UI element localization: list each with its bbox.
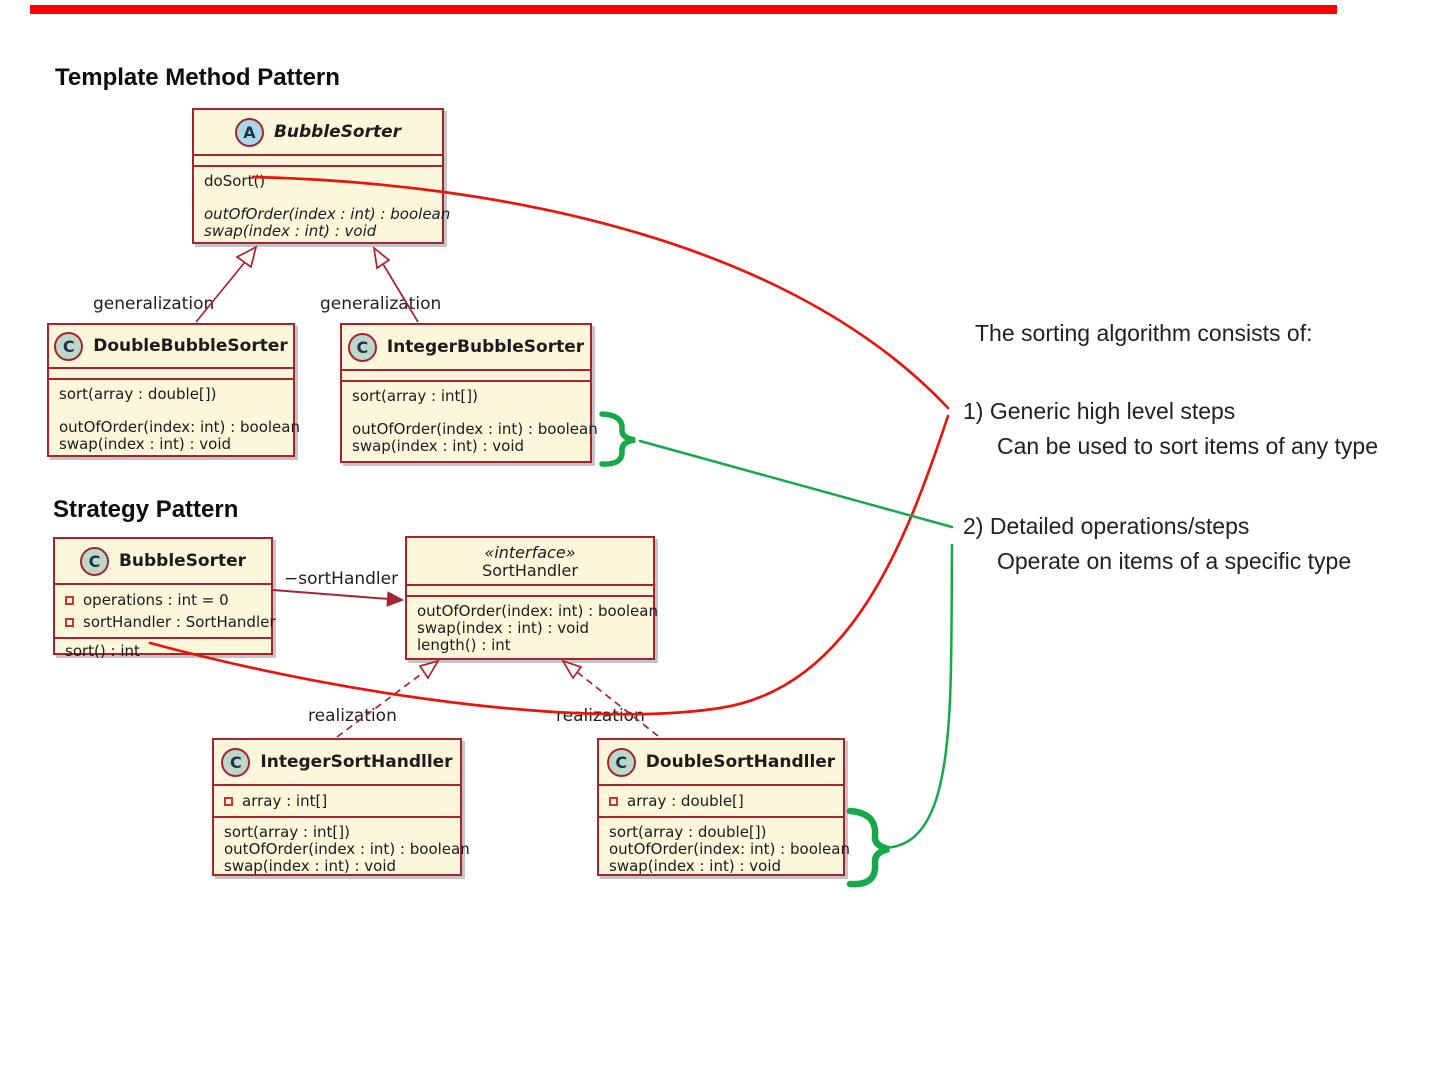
methods-section: doSort() outOfOrder(index : int) : boole… <box>194 167 451 246</box>
method: sort(array : double[]) <box>609 823 767 841</box>
attributes-section: array : double[] <box>599 786 843 818</box>
attribute-text: array : double[] <box>627 792 744 810</box>
sorthandler-association-arrowhead <box>386 591 405 607</box>
realization-label-left: realization <box>308 706 397 726</box>
generalization-label-right: generalization <box>320 294 442 314</box>
annotation-point1-detail: Can be used to sort items of any type <box>997 433 1378 459</box>
realization-line-right <box>576 671 659 737</box>
annotation-point2-detail: Operate on items of a specific type <box>997 548 1352 574</box>
field-icon <box>65 617 74 627</box>
stereotype-label: «interface» <box>484 542 576 562</box>
class-box-integersorthandller: C IntegerSortHandller array : int[] sort… <box>212 738 470 876</box>
method: outOfOrder(index: int) : boolean <box>417 602 658 620</box>
method: swap(index : int) : void <box>59 435 232 453</box>
class-header: C IntegerSortHandller <box>214 740 460 786</box>
method: sort() : int <box>65 642 140 660</box>
realization-arrowhead-left <box>418 659 440 680</box>
class-icon: C <box>54 331 84 361</box>
methods-section: sort() : int <box>55 639 271 664</box>
attributes-section: array : int[] <box>214 786 460 818</box>
method: swap(index : int) : void <box>609 857 782 875</box>
class-header: A BubbleSorter <box>194 110 442 156</box>
class-header: C IntegerBubbleSorter <box>342 325 590 371</box>
realization-label-right: realization <box>556 706 645 726</box>
class-header: «interface» SortHandler <box>407 538 653 586</box>
class-icon: C <box>79 546 109 576</box>
realization-line-left <box>336 671 425 738</box>
top-red-bar <box>30 5 1337 14</box>
attributes-empty <box>342 371 590 382</box>
attribute: array : double[] <box>599 790 843 812</box>
methods-section: outOfOrder(index: int) : boolean swap(in… <box>407 597 658 660</box>
method: swap(index : int) : void <box>204 222 377 240</box>
class-icon: C <box>347 332 377 362</box>
attributes-empty <box>194 156 442 167</box>
method: sort(array : int[]) <box>224 823 350 841</box>
class-icon: C <box>221 747 251 777</box>
method: sort(array : double[]) <box>59 385 217 403</box>
methods-section: sort(array : int[]) outOfOrder(index : i… <box>342 382 598 461</box>
annotation-point1: 1) Generic high level steps <box>963 398 1236 424</box>
sorthandler-association-line <box>272 589 390 600</box>
class-box-integerbubblesorter: C IntegerBubbleSorter sort(array : int[]… <box>340 323 598 463</box>
green-line-brace-to-point2 <box>638 439 954 529</box>
attribute: array : int[] <box>214 790 460 812</box>
strategy-title: Strategy Pattern <box>53 496 239 523</box>
realization-arrowhead-right <box>561 659 583 680</box>
method: swap(index : int) : void <box>224 857 397 875</box>
method: swap(index : int) : void <box>417 619 590 637</box>
method: doSort() <box>204 172 266 190</box>
class-name: SortHandler <box>482 560 578 580</box>
attribute: sortHandler : SortHandler <box>55 611 276 633</box>
attribute-text: operations : int = 0 <box>83 591 229 609</box>
method: swap(index : int) : void <box>352 437 525 455</box>
green-brace-integerbubblesorter <box>599 411 636 467</box>
field-icon <box>65 595 74 605</box>
methods-section: sort(array : int[]) outOfOrder(index : i… <box>214 818 470 881</box>
class-header: C BubbleSorter <box>55 539 271 585</box>
class-name: IntegerBubbleSorter <box>386 337 585 357</box>
class-name: BubbleSorter <box>273 122 402 142</box>
method: outOfOrder(index: int) : boolean <box>59 418 300 436</box>
sorthandler-association-label: −sortHandler <box>284 569 399 589</box>
template-method-title: Template Method Pattern <box>55 64 340 91</box>
methods-section: sort(array : double[]) outOfOrder(index:… <box>599 818 850 881</box>
abstract-class-icon: A <box>234 117 264 147</box>
class-box-abstract-bubblesorter: A BubbleSorter doSort() outOfOrder(index… <box>192 108 451 246</box>
method: length() : int <box>417 636 511 654</box>
attribute: operations : int = 0 <box>55 589 271 611</box>
class-header: C DoubleBubbleSorter <box>49 325 293 369</box>
field-icon <box>224 796 233 806</box>
class-box-sorthandler-interface: «interface» SortHandler outOfOrder(index… <box>405 536 658 660</box>
green-curve-point2-to-brace <box>882 543 954 850</box>
generalization-arrowhead-right <box>372 245 391 270</box>
method: outOfOrder(index : int) : boolean <box>224 840 470 858</box>
attribute-text: sortHandler : SortHandler <box>83 613 276 631</box>
method: outOfOrder(index : int) : boolean <box>204 205 451 223</box>
class-box-strategy-bubblesorter: C BubbleSorter operations : int = 0 sort… <box>53 537 276 660</box>
method: sort(array : int[]) <box>352 387 478 405</box>
class-name: IntegerSortHandller <box>260 752 453 772</box>
class-name: DoubleSortHandller <box>645 752 836 772</box>
green-brace-doublesorthandller <box>846 807 890 888</box>
attributes-empty <box>407 586 653 597</box>
generalization-label-left: generalization <box>93 294 215 314</box>
class-icon: C <box>606 747 636 777</box>
class-box-doublesorthandller: C DoubleSortHandller array : double[] so… <box>597 738 850 876</box>
class-box-doublebubblesorter: C DoubleBubbleSorter sort(array : double… <box>47 323 300 459</box>
field-icon <box>609 796 618 806</box>
attribute-text: array : int[] <box>242 792 328 810</box>
class-name: BubbleSorter <box>118 551 247 571</box>
methods-section: sort(array : double[]) outOfOrder(index:… <box>49 380 300 459</box>
annotation-intro: The sorting algorithm consists of: <box>975 320 1313 346</box>
attributes-section: operations : int = 0 sortHandler : SortH… <box>55 585 276 639</box>
class-name: DoubleBubbleSorter <box>93 336 288 356</box>
class-header: C DoubleSortHandller <box>599 740 843 786</box>
attributes-empty <box>49 369 293 380</box>
annotation-point2: 2) Detailed operations/steps <box>963 513 1250 539</box>
method: outOfOrder(index: int) : boolean <box>609 840 850 858</box>
generalization-arrowhead-left <box>235 245 258 269</box>
method: outOfOrder(index : int) : boolean <box>352 420 598 438</box>
